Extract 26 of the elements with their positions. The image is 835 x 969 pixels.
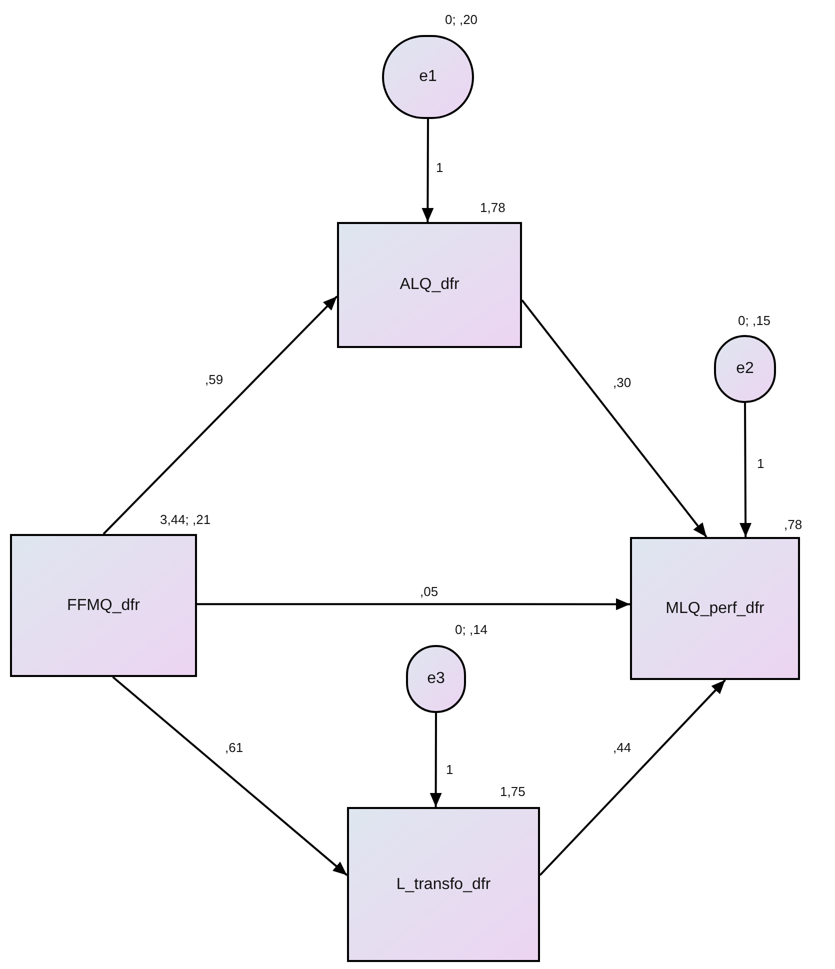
node-label: e2 (736, 359, 754, 379)
estimate-label: 0; ,20 (445, 11, 478, 29)
estimate-label: 0; ,15 (738, 312, 771, 330)
estimate-label: 3,44; ,21 (160, 511, 211, 529)
node-label: L_transfo_dfr (396, 874, 491, 894)
node-label: ALQ_dfr (400, 275, 460, 295)
arrow (430, 713, 442, 807)
variable-box (347, 807, 540, 962)
arrow (197, 598, 630, 610)
variable-box (630, 537, 800, 680)
estimate-label: 1,78 (480, 199, 506, 217)
arrow (102, 296, 338, 535)
estimate-label: ,78 (784, 516, 802, 534)
estimate-label: 0; ,14 (455, 621, 488, 639)
node-label: e1 (419, 67, 437, 87)
node-label: FFMQ_dfr (67, 596, 140, 616)
variable-box (337, 222, 522, 348)
node-label: MLQ_perf_dfr (666, 598, 764, 618)
arrow (539, 679, 726, 876)
arrow (521, 300, 708, 538)
variable-box (10, 534, 197, 677)
estimate-label: 1,75 (500, 783, 526, 801)
arrow (740, 403, 752, 537)
arrow (422, 119, 434, 222)
arrow (112, 676, 348, 876)
node-label: e3 (427, 669, 445, 689)
